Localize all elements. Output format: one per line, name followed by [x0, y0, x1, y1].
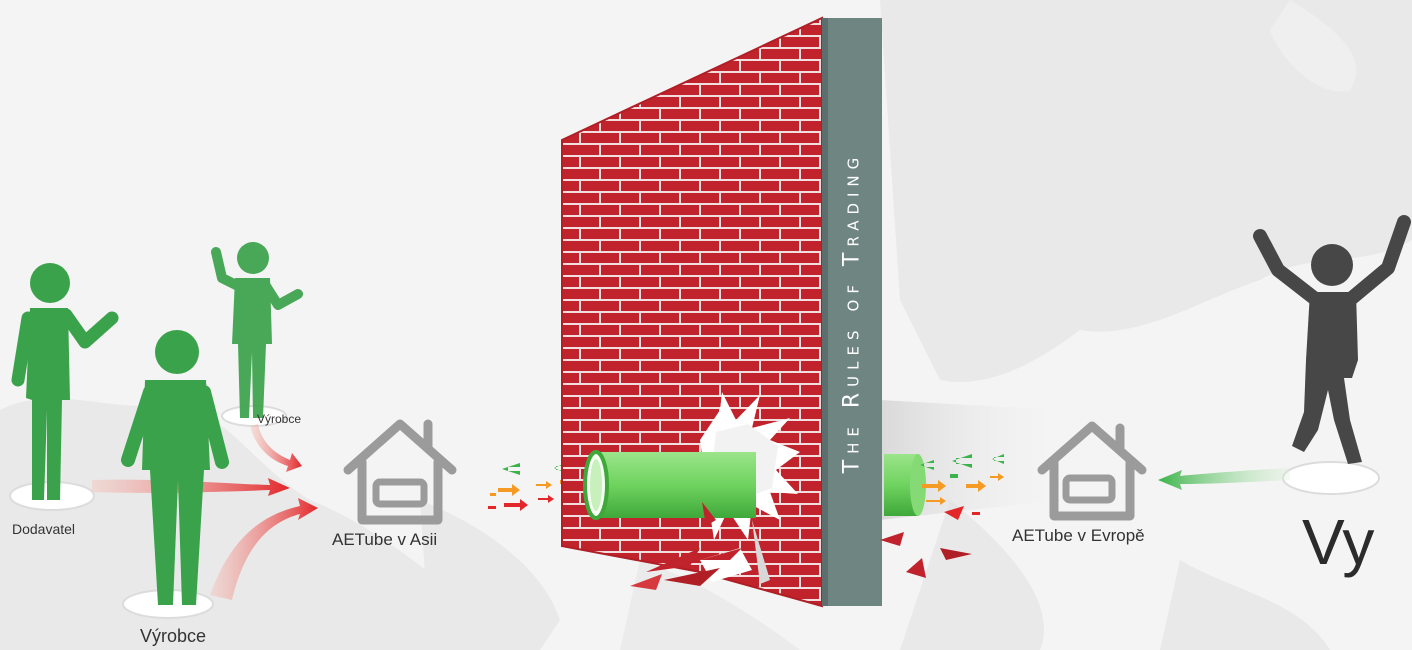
wall-title-text: The Rules of Trading — [840, 151, 865, 473]
manufacturer-label-top: Výrobce — [257, 412, 301, 426]
wall-title: The Rules of Trading — [822, 18, 882, 606]
person-icon — [216, 242, 298, 418]
manufacturer-label-bottom: Výrobce — [140, 626, 206, 647]
supplier-label: Dodavatel — [12, 521, 75, 537]
arrow-icon — [1158, 468, 1290, 490]
aetube-asia-label: AETube v Asii — [332, 530, 437, 550]
you-label: Vy — [1302, 505, 1374, 579]
aetube-europe-label: AETube v Evropě — [1012, 526, 1145, 546]
house-icon — [348, 424, 452, 520]
